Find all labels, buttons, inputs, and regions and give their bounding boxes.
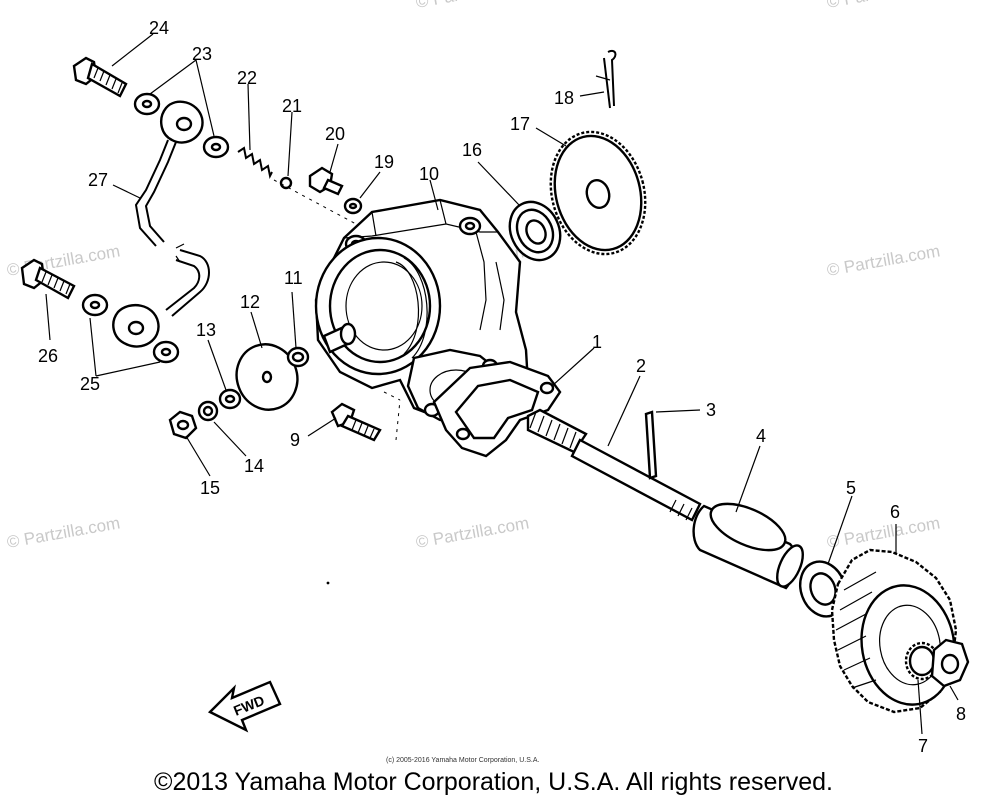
leader-lines [45,33,959,735]
part-8-nut [930,638,970,688]
callout-6: 6 [890,502,900,522]
watermark-right-upper: © Partzilla.com [825,241,941,280]
callout-5: 5 [846,478,856,498]
watermark-left-lower: © Partzilla.com [5,513,121,552]
callout-labels: 24 23 22 21 20 19 10 16 17 18 27 26 25 1… [38,18,966,756]
callout-1: 1 [592,332,602,352]
part-4-collar [692,502,804,590]
part-16-bearing [508,200,562,262]
callout-17: 17 [510,114,530,134]
part-23-washers [133,92,230,159]
callout-15: 15 [200,478,220,498]
watermark-center-top: © Partzilla.com [414,0,530,12]
part-19-washer [343,197,363,215]
copyright-notice: ©2013 Yamaha Motor Corporation, U.S.A. A… [154,768,833,796]
part-9-screw [330,402,382,442]
part-27-oil-delivery-pipe [112,100,210,348]
callout-24: 24 [149,18,169,38]
callout-16: 16 [462,140,482,160]
part-22-spring [237,146,273,180]
callout-14: 14 [244,456,264,476]
part-13-washer [218,388,242,410]
callout-23: 23 [192,44,212,64]
callout-3: 3 [706,400,716,420]
callout-20: 20 [325,124,345,144]
part-17-driven-gear [549,130,647,256]
callout-11: 11 [284,268,303,288]
part-11-washer [286,346,310,368]
part-20-screw [308,166,344,196]
part-24-union-bolt [72,56,128,98]
part-25-washers [81,293,180,364]
assembly-line-screw [383,391,401,441]
callout-26: 26 [38,346,58,366]
callout-27: 27 [88,170,108,190]
part-6-helical-gear [830,548,958,714]
callout-19: 19 [374,152,394,172]
callout-4: 4 [756,426,766,446]
callout-12: 12 [240,292,260,312]
callout-9: 9 [290,430,300,450]
part-14-lock-washer [197,400,219,422]
part-2-pump-drive-shaft [526,408,702,522]
callout-22: 22 [237,68,257,88]
part-15-nut [168,410,198,440]
part-21-ball [279,176,293,190]
callout-7: 7 [918,736,928,756]
part-7-small-gear [904,641,940,681]
callout-18: 18 [554,88,574,108]
callout-21: 21 [282,96,302,116]
callout-2: 2 [636,356,646,376]
watermark-right-top: © Partzilla.com [825,0,941,12]
callout-8: 8 [956,704,966,724]
watermark-right-lower: © Partzilla.com [825,513,941,552]
part-18-cotter-pin [595,50,617,109]
callout-25: 25 [80,374,100,394]
stray-dot [326,581,330,585]
part-26-union-bolt [20,258,76,300]
callout-13: 13 [196,320,216,340]
watermark-center-lower: © Partzilla.com [414,513,530,552]
part-3-pin [644,410,658,480]
small-copyright: (c) 2005-2016 Yamaha Motor Corporation, … [386,757,539,764]
callout-10: 10 [419,164,439,184]
fwd-direction-arrow: FWD [207,680,282,733]
